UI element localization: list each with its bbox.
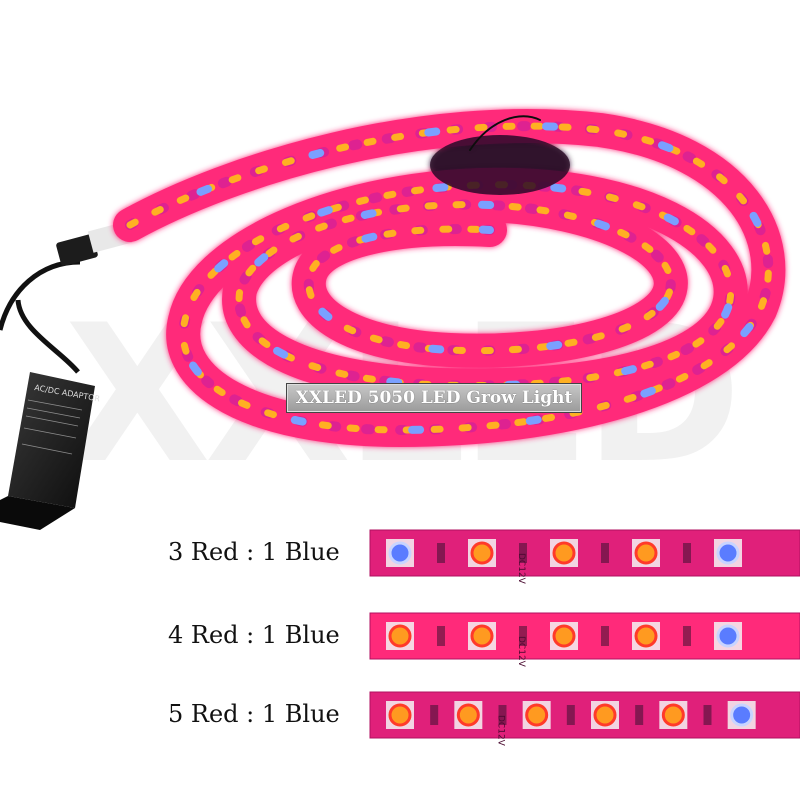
coiled-led-strip [113, 109, 786, 448]
red-led [552, 624, 576, 648]
red-led [593, 703, 617, 727]
red-led [552, 541, 576, 565]
resistor [566, 705, 575, 725]
ratio-label-5-1: 5 Red : 1 Blue [168, 700, 340, 728]
blue-led [716, 541, 740, 565]
resistor [683, 626, 691, 646]
strip-voltage-mark: DC12V [516, 636, 526, 668]
product-caption: XXLED 5050 LED Grow Light [286, 383, 582, 413]
sample-strips: DC12V DC12V DC12V [369, 529, 800, 747]
resistor [519, 626, 527, 646]
ratio-label-3-1: 3 Red : 1 Blue [168, 538, 340, 566]
ratio-label-4-1: 4 Red : 1 Blue [168, 621, 340, 649]
resistor [498, 705, 507, 725]
red-led [388, 703, 412, 727]
blue-led [730, 703, 754, 727]
red-led [634, 624, 658, 648]
strip-voltage-mark: DC12V [516, 553, 526, 585]
red-led [470, 624, 494, 648]
resistor [683, 543, 691, 563]
red-led [661, 703, 685, 727]
blue-led [716, 624, 740, 648]
red-led [456, 703, 480, 727]
red-led [525, 703, 549, 727]
blue-led [388, 541, 412, 565]
resistor [635, 705, 644, 725]
strip-voltage-mark: DC12V [496, 715, 506, 747]
resistor [437, 626, 445, 646]
resistor [519, 543, 527, 563]
red-led [634, 541, 658, 565]
red-led [388, 624, 412, 648]
resistor [430, 705, 439, 725]
resistor [437, 543, 445, 563]
resistor [703, 705, 712, 725]
power-adapter: AC/DC ADAPTOR [0, 372, 101, 530]
resistor [601, 626, 609, 646]
resistor [601, 543, 609, 563]
red-led [470, 541, 494, 565]
